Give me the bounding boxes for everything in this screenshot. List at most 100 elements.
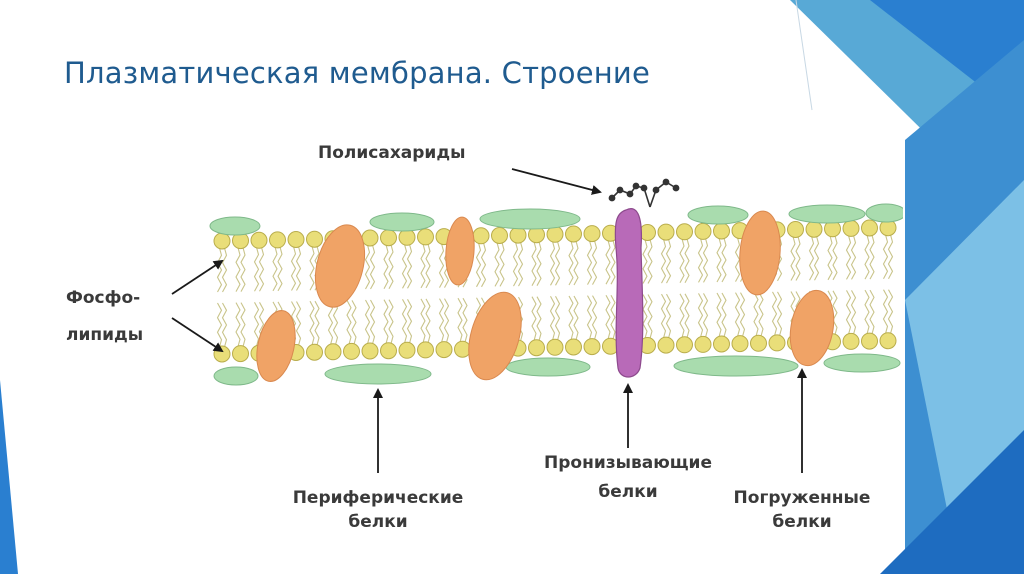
phospholipid-tail bbox=[554, 296, 561, 341]
peripheral-proteins bbox=[209, 203, 903, 386]
phospholipid-tail bbox=[647, 294, 653, 339]
peripheral-protein bbox=[369, 212, 435, 232]
phospholipid-tail bbox=[536, 241, 542, 286]
phospholipid-tail bbox=[864, 234, 870, 280]
phospholipid-tail bbox=[702, 293, 709, 338]
phospholipid-tail bbox=[554, 241, 561, 286]
phospholipid-tail bbox=[697, 293, 704, 338]
deco-triangle-bottom-right bbox=[880, 430, 1024, 574]
label-peripheral-line2: белки bbox=[348, 512, 407, 532]
phospholipid-head bbox=[842, 219, 860, 237]
phospholipid-tail bbox=[771, 291, 778, 337]
phospholipid-tail bbox=[882, 289, 889, 334]
phospholipid-tail bbox=[850, 235, 857, 280]
phospholipid-tail bbox=[406, 244, 413, 289]
arrow-polysaccharides bbox=[511, 168, 602, 195]
sugar-unit bbox=[632, 182, 640, 190]
sugar-unit bbox=[608, 194, 616, 202]
phospholipid-tail bbox=[832, 235, 838, 281]
phospholipid-tail bbox=[425, 298, 431, 344]
phospholipid-tail bbox=[684, 293, 690, 338]
embedded-protein bbox=[468, 291, 522, 381]
phospholipid-tail bbox=[364, 299, 371, 345]
phospholipid-tail bbox=[240, 302, 246, 347]
phospholipid-tail bbox=[734, 292, 741, 337]
peripheral-protein bbox=[213, 366, 259, 386]
phospholipid-head bbox=[472, 227, 490, 245]
phospholipid-head bbox=[694, 222, 712, 240]
transmembrane-protein bbox=[614, 208, 644, 378]
membrane-diagram: Полисахариды Фосфо- липиды Периферически… bbox=[66, 143, 903, 532]
phospholipid-tail bbox=[647, 239, 653, 284]
phospholipid-head bbox=[417, 341, 434, 359]
phospholipid-tail bbox=[697, 238, 704, 283]
phospholipid-head bbox=[213, 345, 231, 363]
phospholipid-tail bbox=[776, 291, 783, 337]
phospholipid-head bbox=[731, 335, 749, 353]
label-embedded-line2: белки bbox=[772, 512, 831, 532]
phospholipid-head bbox=[361, 342, 379, 360]
phospholipid-tail bbox=[721, 292, 727, 338]
sugar-unit bbox=[616, 186, 624, 194]
peripheral-protein bbox=[823, 353, 901, 373]
phospholipid-tail bbox=[642, 294, 648, 339]
phospholipid-tail bbox=[660, 293, 667, 339]
phospholipid-head bbox=[528, 339, 545, 357]
sugar-unit bbox=[640, 184, 648, 192]
phospholipid-tail bbox=[388, 244, 394, 289]
phospholipid-tail bbox=[591, 295, 598, 340]
slide-title: Плазматическая мембрана. Строение bbox=[64, 56, 651, 90]
phospholipid-tail bbox=[295, 301, 302, 346]
peripheral-protein bbox=[505, 357, 591, 377]
phospholipid-head bbox=[583, 225, 601, 243]
phospholipid-tail bbox=[734, 237, 741, 282]
label-embedded-line1: Погруженные bbox=[734, 488, 871, 508]
phospholipid-tail bbox=[660, 238, 667, 284]
phospholipid-tail bbox=[758, 292, 764, 337]
phospholipid-head bbox=[713, 335, 730, 353]
phospholipid-tail bbox=[716, 292, 722, 338]
phospholipid-tail bbox=[679, 293, 685, 338]
phospholipid-tail bbox=[679, 238, 685, 284]
phospholipid-head bbox=[768, 334, 786, 352]
arrow-phospholipids-upper bbox=[171, 259, 224, 295]
phospholipid-head bbox=[398, 341, 416, 359]
phospholipid-tail bbox=[753, 292, 759, 337]
phospholipid-tail bbox=[258, 247, 265, 292]
phospholipid-tail bbox=[221, 302, 228, 348]
phospholipid-tail bbox=[702, 238, 709, 283]
phospholipid-tail bbox=[869, 234, 875, 280]
label-polysaccharides: Полисахариды bbox=[318, 143, 465, 163]
phospholipid-head bbox=[842, 332, 860, 350]
embedded-protein bbox=[789, 289, 835, 367]
label-arrows bbox=[171, 168, 807, 473]
phospholipid-head bbox=[454, 340, 471, 358]
phospholipid-tail bbox=[253, 302, 260, 347]
peripheral-protein bbox=[479, 208, 581, 230]
deco-triangle-left bbox=[0, 380, 18, 574]
phospholipid-tail bbox=[462, 297, 468, 343]
phospholipid-tail bbox=[549, 296, 556, 341]
phospholipid-tail bbox=[369, 244, 376, 290]
phospholipid-tail bbox=[591, 240, 598, 285]
phospholipid-tail bbox=[605, 240, 611, 285]
polysaccharide-chain bbox=[649, 181, 677, 208]
phospholipid-tail bbox=[887, 234, 894, 279]
phospholipid-tail bbox=[684, 238, 690, 284]
phospholipid-head bbox=[417, 228, 434, 246]
phospholipid-tail bbox=[401, 244, 408, 289]
phospholipid-tail bbox=[586, 295, 593, 340]
phospholipid-head bbox=[676, 223, 693, 241]
phospholipid-head bbox=[861, 219, 878, 237]
phospholipid-tail bbox=[808, 236, 815, 281]
phospholipid-tail bbox=[517, 296, 524, 342]
phospholipid-tail bbox=[438, 243, 445, 288]
phospholipid-head bbox=[546, 338, 564, 356]
phospholipid-tail bbox=[235, 302, 241, 347]
peripheral-protein bbox=[209, 216, 261, 236]
phospholipid-head bbox=[509, 226, 527, 244]
phospholipid-tail bbox=[425, 243, 431, 289]
phospholipid-tail bbox=[512, 241, 519, 287]
phospholipid-tail bbox=[314, 300, 320, 346]
phospholipid-tail bbox=[573, 240, 579, 286]
